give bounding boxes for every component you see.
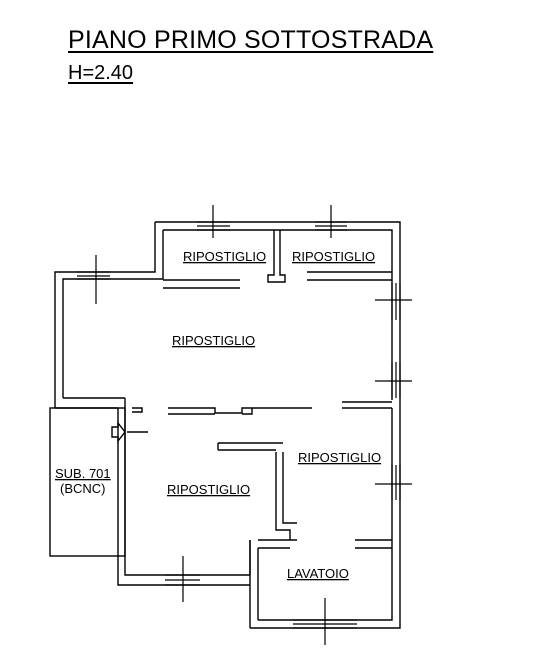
wall-outer: [117, 408, 250, 586]
room-label-ripostiglio-top-right: RIPOSTIGLIO: [292, 249, 375, 264]
wall-inner: [132, 407, 143, 413]
wall-inner: [275, 452, 291, 540]
wall-outer: [163, 229, 393, 400]
entrance-arrow: [111, 420, 126, 444]
wall-inner: [242, 408, 253, 415]
wall-outer: [250, 408, 401, 629]
window-bottom-right: [293, 598, 357, 645]
room-label-lavatoio: LAVATOIO: [287, 566, 349, 581]
wall-outer: [155, 221, 401, 408]
window-right-mid: [375, 362, 412, 398]
window-right-lower: [375, 465, 412, 500]
room-label-ripostiglio-right: RIPOSTIGLIO: [298, 450, 381, 465]
wall-outer: [54, 222, 156, 408]
room-label-ripostiglio-main: RIPOSTIGLIO: [172, 333, 255, 348]
room-label-ripostiglio-lower-left: RIPOSTIGLIO: [167, 482, 250, 497]
wall-outer: [62, 230, 164, 398]
sub-label-line1: SUB. 701: [55, 466, 111, 481]
window-left-upper: [77, 255, 110, 304]
window-bottom-left: [165, 556, 200, 602]
wall-inner: [168, 407, 312, 414]
sub-label-line2: (BCNC): [60, 481, 106, 496]
window-right-upper: [375, 283, 412, 320]
sub-701-area: [49, 407, 126, 557]
room-label-ripostiglio-top-left: RIPOSTIGLIO: [183, 249, 266, 264]
window-top-left: [197, 205, 230, 238]
wall-outer: [258, 408, 393, 621]
plan-title: PIANO PRIMO SOTTOSTRADA: [68, 26, 434, 54]
window-top-right: [315, 205, 347, 238]
floor-height: H=2.40: [68, 62, 134, 84]
wall-inner: [267, 230, 286, 283]
wall-inner: [282, 452, 297, 524]
